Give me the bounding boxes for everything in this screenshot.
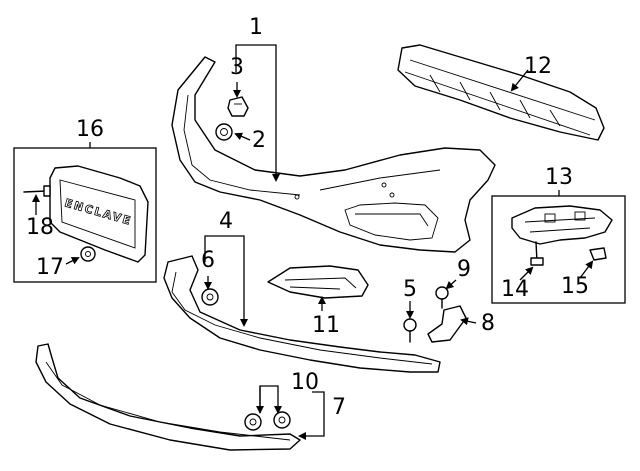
callout-8: 8	[481, 311, 495, 336]
bracket-8	[427, 305, 467, 343]
push-pin-5	[403, 318, 417, 343]
license-plate-bracket: ENCLAVE	[49, 165, 149, 263]
callout-13: 13	[545, 165, 573, 190]
push-pin-17	[80, 246, 96, 262]
retainer-10a	[244, 413, 262, 431]
retainer-clip-3	[227, 96, 249, 117]
screw-18	[23, 185, 51, 197]
callout-labels: 1 3 2 12 16 18 17 13 14 15 4 6 11 5 9 8 …	[26, 15, 589, 420]
callout-11: 11	[312, 313, 340, 338]
side-bracket	[511, 205, 613, 245]
callout-16: 16	[76, 117, 104, 142]
callout-5: 5	[403, 277, 417, 302]
callout-2: 2	[252, 128, 266, 153]
callout-15: 15	[561, 274, 589, 299]
clip-15	[589, 247, 607, 261]
leader-lines	[32, 44, 594, 440]
callout-box-16	[13, 147, 157, 283]
callout-12: 12	[524, 54, 552, 79]
callout-10: 10	[291, 370, 319, 395]
bolt-14	[530, 241, 544, 266]
callout-17: 17	[36, 255, 64, 280]
callout-9: 9	[457, 257, 471, 282]
callout-6: 6	[201, 248, 215, 273]
nut-2	[215, 123, 233, 141]
callout-7: 7	[332, 395, 346, 420]
callout-1: 1	[249, 15, 263, 40]
energy-absorber	[397, 44, 605, 141]
retainer-10b	[273, 411, 291, 429]
air-deflector	[35, 343, 301, 451]
callout-3: 3	[230, 55, 244, 80]
nut-9	[435, 286, 449, 309]
callout-4: 4	[219, 209, 233, 234]
callout-18: 18	[26, 215, 54, 240]
retainer-6	[201, 288, 219, 306]
lower-bumper-cover	[163, 255, 441, 373]
callout-14: 14	[501, 277, 529, 302]
bumper-cover	[171, 56, 496, 253]
fog-lamp-bezel	[267, 265, 369, 299]
